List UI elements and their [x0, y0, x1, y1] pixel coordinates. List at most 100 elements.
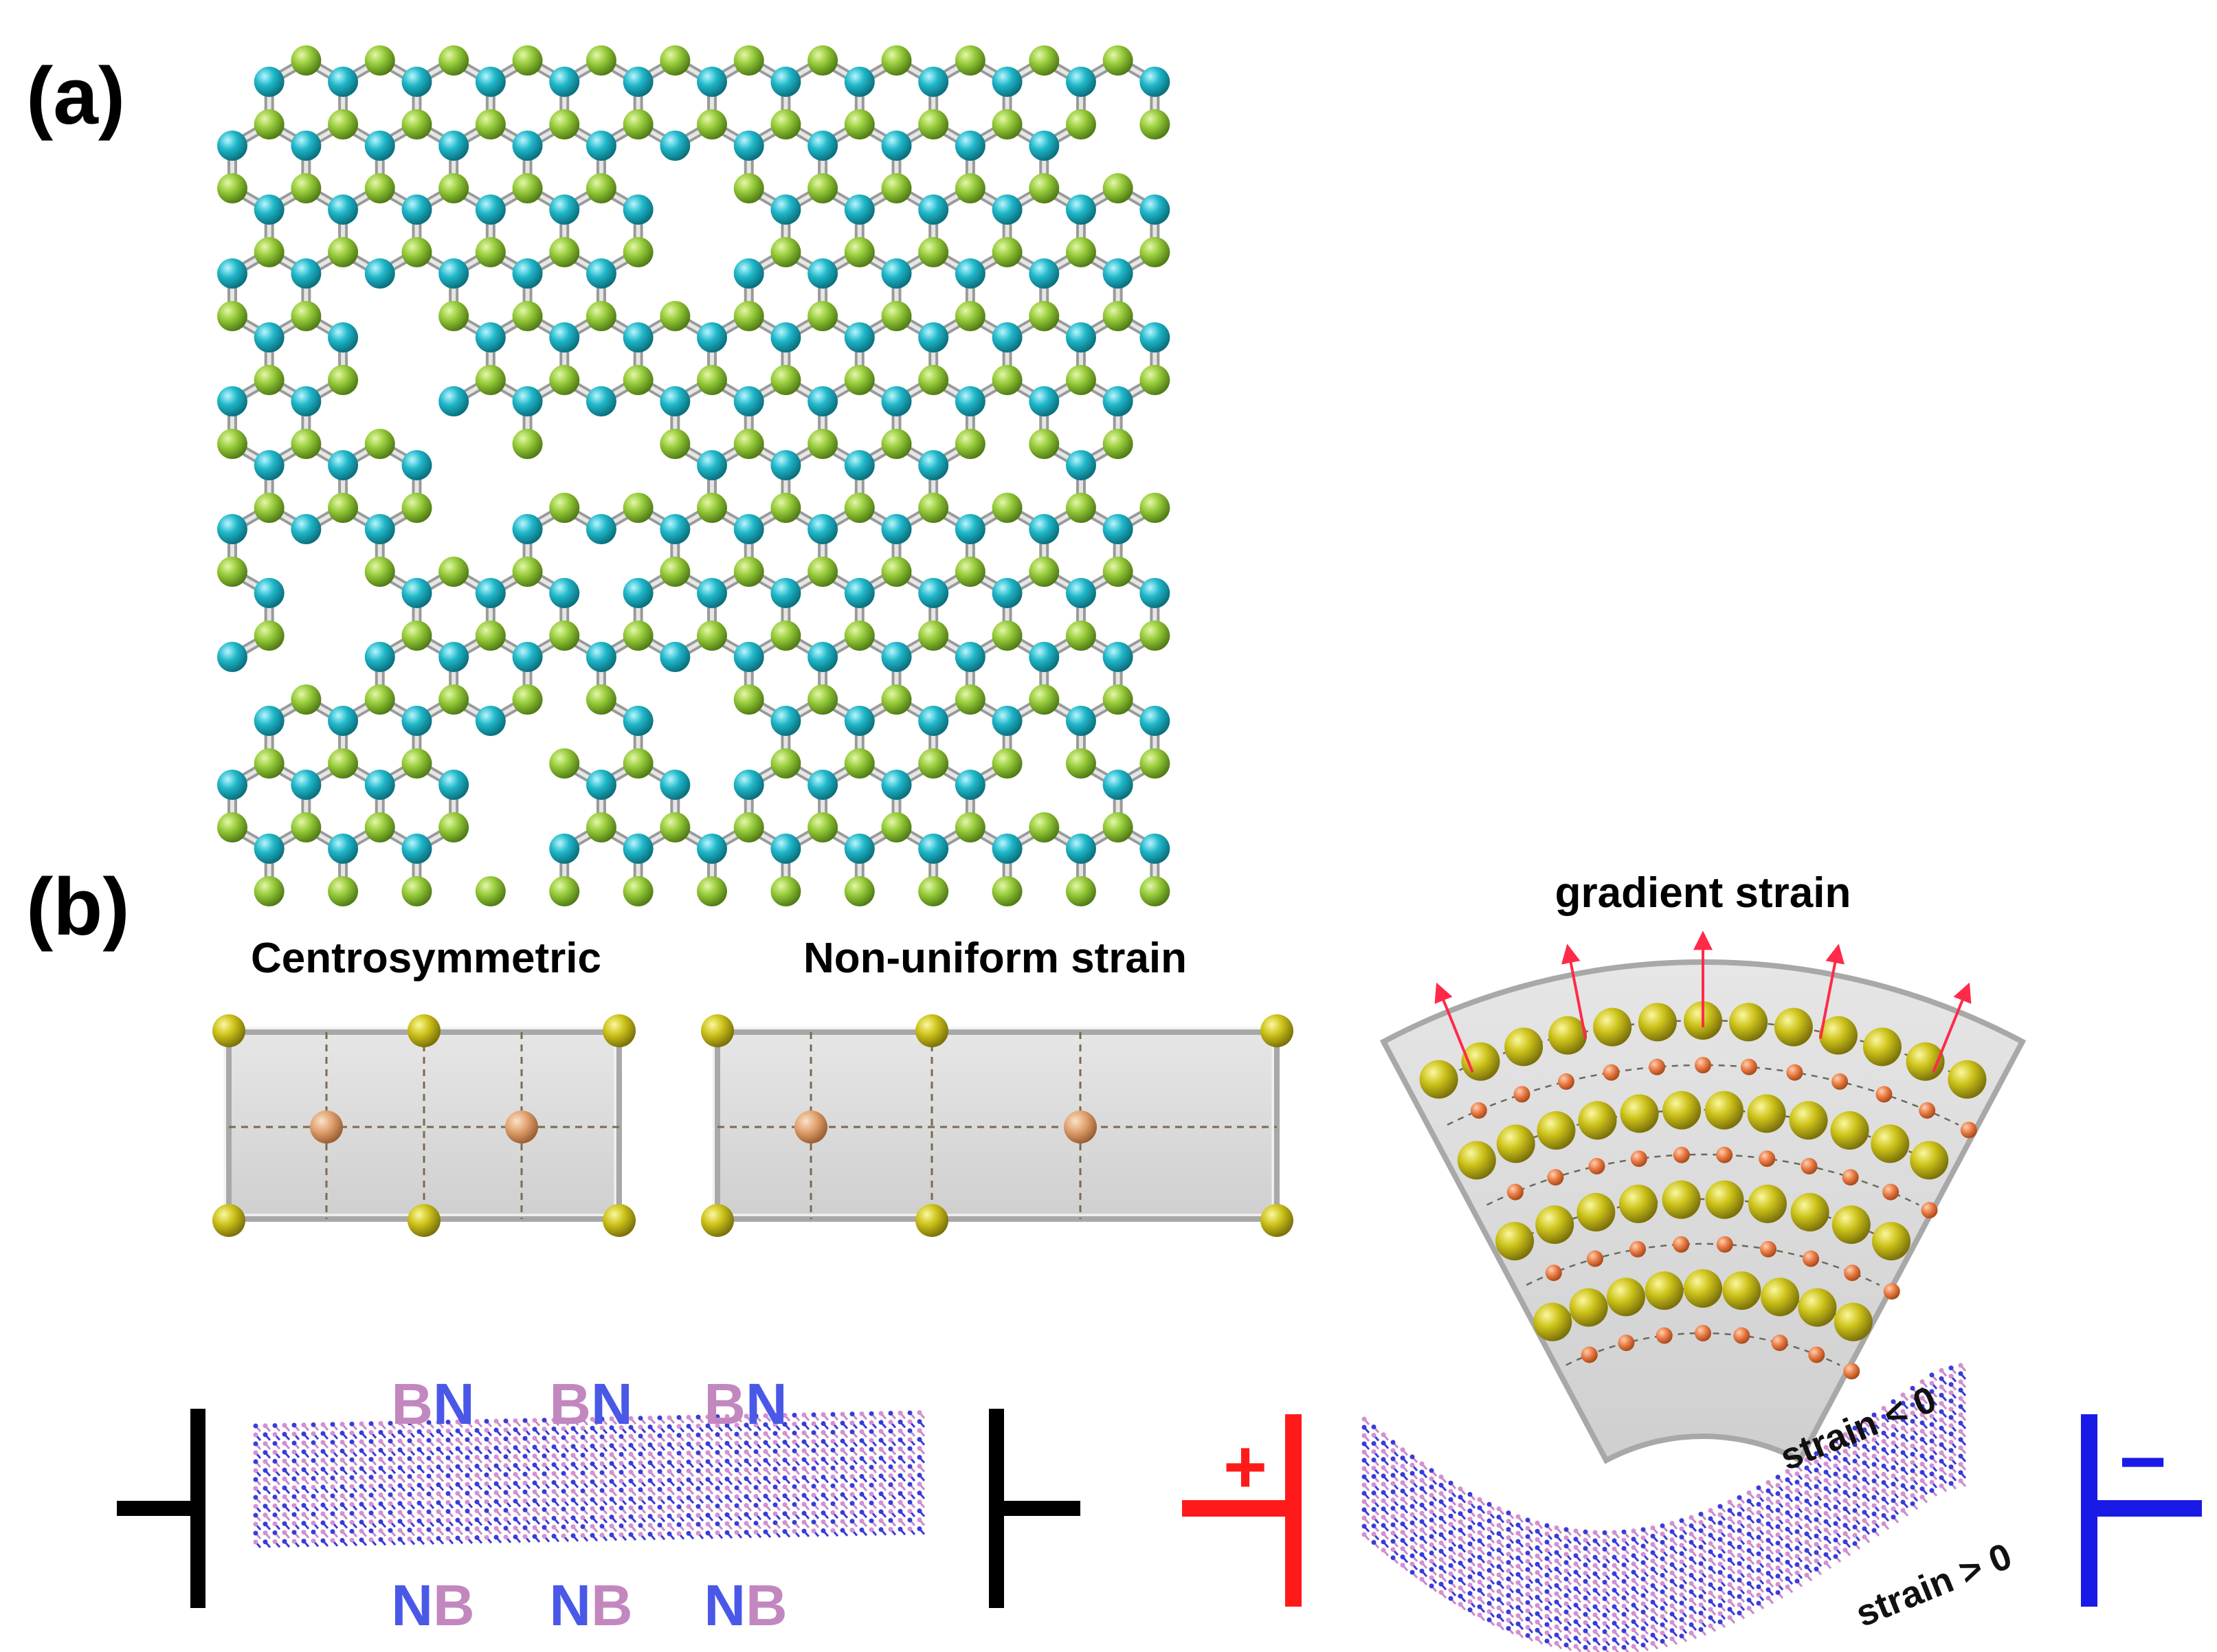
- layer-atom: [513, 1525, 518, 1530]
- layer-atom: [407, 1519, 412, 1524]
- layer-atom: [1515, 1547, 1521, 1552]
- layer-atom: [359, 1484, 364, 1489]
- layer-atom: [1948, 1374, 1954, 1379]
- boron-atom: [955, 173, 985, 203]
- layer-atom: [474, 1482, 480, 1487]
- layer-atom: [782, 1484, 788, 1490]
- layer-atom: [532, 1507, 537, 1513]
- layer-atom: [1410, 1479, 1415, 1484]
- layer-atom: [1746, 1490, 1752, 1495]
- layer-atom: [821, 1492, 826, 1497]
- boron-atom: [844, 365, 875, 395]
- nitrogen-atom: [770, 706, 801, 736]
- layer-atom: [580, 1434, 586, 1440]
- layer-atom: [782, 1466, 788, 1472]
- layer-atom: [1573, 1545, 1579, 1550]
- layer-atom: [1458, 1569, 1463, 1574]
- layer-atom: [1602, 1546, 1607, 1552]
- layer-atom: [1708, 1574, 1713, 1579]
- boron-atom: [401, 748, 432, 779]
- layer-atom: [590, 1515, 595, 1520]
- boron-atom: [1102, 301, 1133, 331]
- layer-atom: [1881, 1463, 1886, 1469]
- layer-atom: [849, 1447, 855, 1453]
- layer-atom: [1737, 1503, 1742, 1508]
- layer-atom: [513, 1418, 518, 1423]
- layer-atom: [792, 1421, 797, 1427]
- layer-atom: [619, 1496, 624, 1502]
- layer-atom: [898, 1428, 903, 1433]
- layer-atom: [1602, 1629, 1607, 1634]
- layer-atom: [301, 1440, 307, 1446]
- layer-atom: [282, 1512, 287, 1517]
- layer-atom: [772, 1422, 778, 1427]
- layer-atom: [474, 1526, 480, 1532]
- boron-atom: [475, 109, 506, 139]
- layer-atom: [359, 1421, 364, 1427]
- layer-atom: [1804, 1564, 1809, 1570]
- layer-atom: [619, 1433, 624, 1439]
- large-atom: [1834, 1302, 1873, 1341]
- nitrogen-atom: [918, 578, 949, 608]
- layer-atom: [1698, 1610, 1704, 1616]
- layer-atom: [1371, 1441, 1377, 1447]
- layer-atom: [1361, 1507, 1367, 1513]
- layer-atom: [397, 1510, 403, 1515]
- layer-atom: [368, 1519, 374, 1525]
- nitrogen-atom: [697, 450, 728, 480]
- layer-atom: [551, 1506, 557, 1512]
- layer-atom: [907, 1473, 913, 1478]
- layer-atom: [320, 1502, 326, 1508]
- layer-atom: [1823, 1444, 1829, 1450]
- boron-atom: [623, 621, 654, 651]
- layer-atom: [503, 1481, 509, 1486]
- layer-atom: [1477, 1554, 1482, 1560]
- layer-atom: [676, 1469, 682, 1474]
- large-atom: [1537, 1111, 1576, 1150]
- layer-atom: [1852, 1499, 1858, 1505]
- boron-atom: [254, 237, 285, 267]
- layer-atom: [349, 1448, 355, 1453]
- layer-atom: [1400, 1455, 1405, 1461]
- layer-atom: [1939, 1466, 1944, 1472]
- layer-atom: [811, 1475, 816, 1480]
- layer-atom: [359, 1537, 364, 1543]
- layer-atom: [1621, 1570, 1627, 1576]
- layer-atom: [1689, 1556, 1694, 1561]
- layer-atom: [811, 1493, 816, 1498]
- layer-atom: [1400, 1488, 1405, 1494]
- layer-atom: [1737, 1528, 1742, 1533]
- layer-atom: [1891, 1432, 1896, 1438]
- layer-atom: [599, 1532, 605, 1538]
- layer-atom: [1602, 1596, 1607, 1601]
- layer-atom: [311, 1493, 316, 1499]
- strain-arrow: [1932, 982, 1972, 1073]
- layer-atom: [1891, 1407, 1896, 1413]
- layer-atom: [493, 1463, 499, 1469]
- boron-atom: [549, 237, 580, 267]
- layer-atom: [628, 1433, 634, 1439]
- nitrogen-atom: [401, 67, 432, 97]
- layer-atom: [570, 1417, 576, 1422]
- layer-atom: [1891, 1498, 1896, 1504]
- layer-atom: [542, 1444, 547, 1450]
- layer-atom: [609, 1497, 614, 1502]
- nitrogen-atom: [697, 67, 728, 97]
- layer-atom: [676, 1433, 682, 1438]
- layer-atom: [1535, 1619, 1540, 1625]
- layer-atom: [1871, 1429, 1877, 1434]
- layer-atom: [609, 1425, 614, 1431]
- layer-atom: [878, 1500, 884, 1506]
- layer-atom: [522, 1507, 528, 1513]
- layer-atom: [1563, 1552, 1569, 1557]
- layer-atom: [1910, 1394, 1915, 1399]
- layer-atom: [359, 1430, 364, 1436]
- boron-atom: [955, 557, 985, 587]
- layer-atom: [1650, 1591, 1656, 1596]
- layer-atom: [686, 1468, 691, 1473]
- small-atom: [1673, 1236, 1690, 1253]
- layer-atom: [1679, 1543, 1684, 1548]
- boron-atom: [401, 876, 432, 906]
- layer-atom: [1891, 1424, 1896, 1429]
- layer-atom: [1929, 1414, 1935, 1419]
